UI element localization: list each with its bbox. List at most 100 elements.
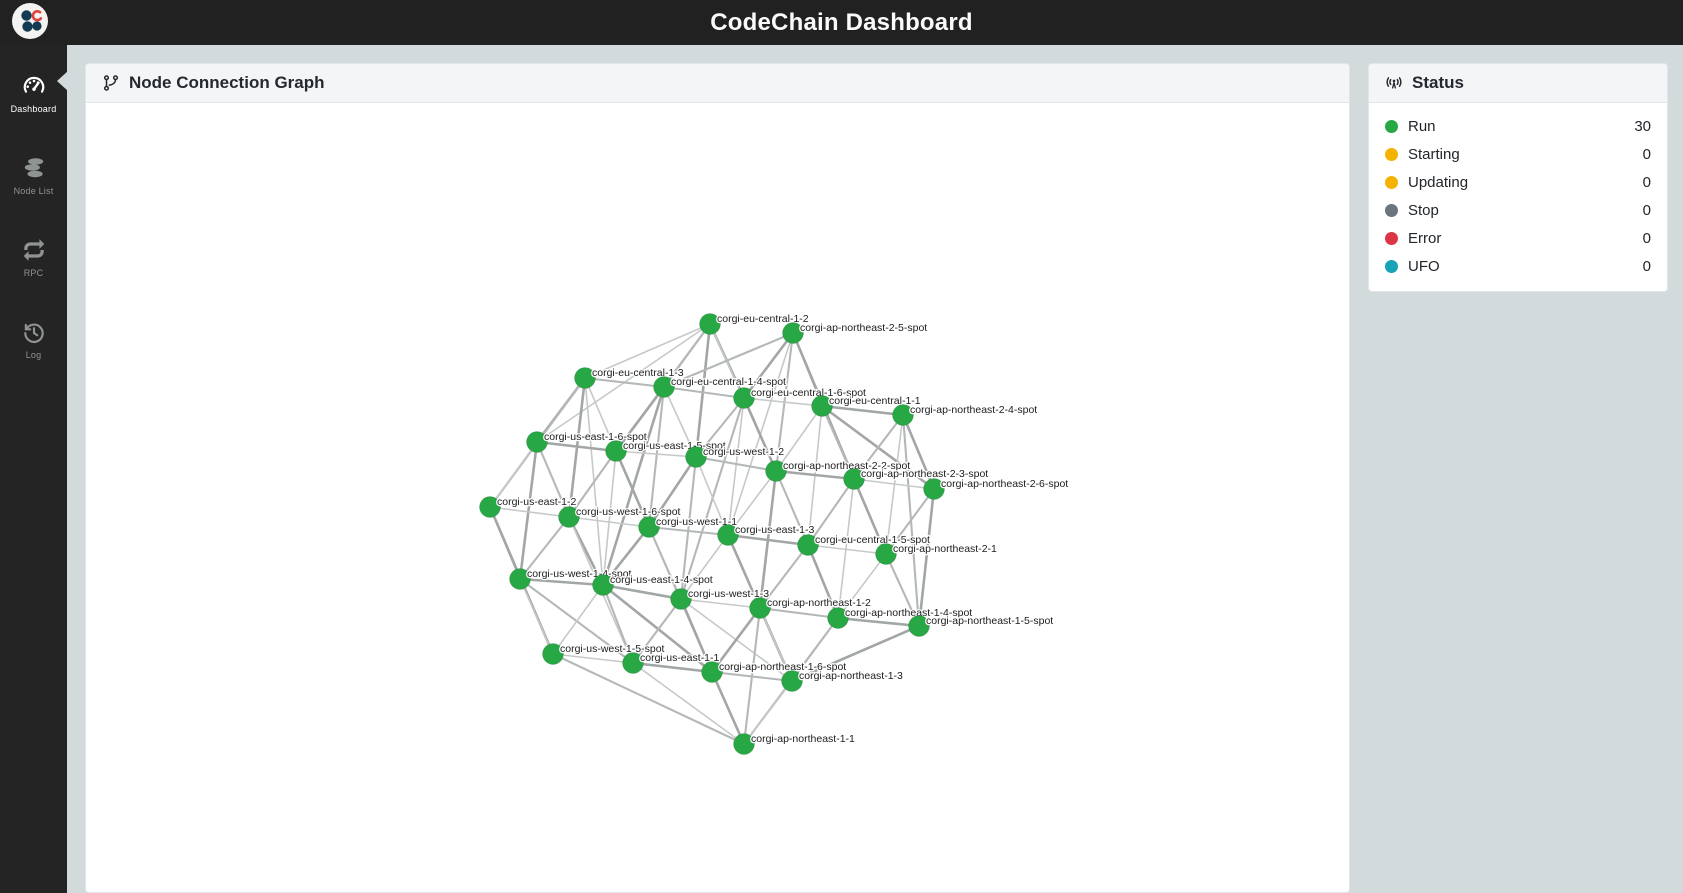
graph-edge (519, 516, 570, 580)
graph-edge (695, 397, 745, 458)
graph-edge (552, 653, 745, 745)
graph-node[interactable] (827, 607, 849, 629)
graph-node-label: corgi-ap-northeast-2-5-spot (800, 322, 927, 334)
graph-edge (679, 456, 698, 600)
graph-node-label: corgi-ap-northeast-2-4-spot (910, 404, 1037, 416)
graph-edge (663, 386, 697, 458)
graph-node[interactable] (509, 568, 531, 590)
status-panel-title: Status (1412, 73, 1464, 92)
graph-node[interactable] (765, 460, 787, 482)
graph-node[interactable] (733, 387, 755, 409)
graph-edge (742, 397, 778, 472)
graph-node[interactable] (811, 395, 833, 417)
graph-node[interactable] (717, 524, 739, 546)
graph-node[interactable] (542, 643, 564, 665)
graph-node[interactable] (479, 496, 501, 518)
status-label: Starting (1408, 145, 1460, 163)
graph-node[interactable] (558, 506, 580, 528)
graph-edge (679, 598, 714, 673)
graph-edge (837, 478, 855, 619)
graph-edge (742, 332, 795, 399)
status-panel-header: Status (1369, 64, 1667, 103)
graph-node-label: corgi-ap-northeast-1-4-spot (845, 607, 972, 619)
sidebar-item-dashboard[interactable]: Dashboard (0, 59, 68, 127)
graph-node[interactable] (699, 313, 721, 335)
graph-node[interactable] (685, 446, 707, 468)
graph-node[interactable] (843, 468, 865, 490)
status-count: 0 (1642, 229, 1651, 247)
graph-node[interactable] (797, 534, 819, 556)
graph-node[interactable] (749, 597, 771, 619)
graph-edge (602, 583, 682, 601)
graph-edge (680, 534, 729, 600)
graph-node[interactable] (701, 661, 723, 683)
sidebar-item-rpc[interactable]: RPC (0, 223, 67, 291)
graph-edge (519, 578, 554, 655)
graph-node-label: corgi-ap-northeast-1-5-spot (926, 615, 1053, 627)
graph-node[interactable] (526, 431, 548, 453)
graph-node[interactable] (574, 367, 596, 389)
sidebar-item-label: Dashboard (10, 103, 57, 114)
graph-edge (584, 376, 665, 389)
status-count: 0 (1642, 173, 1651, 191)
graph-node-label: corgi-eu-central-1-6-spot (751, 387, 866, 399)
status-row-error: Error 0 (1385, 224, 1651, 252)
graph-edge (727, 397, 745, 536)
graph-edge (602, 450, 617, 586)
graph-node[interactable] (592, 574, 614, 596)
graph-edge (711, 670, 793, 683)
app-title: CodeChain Dashboard (710, 8, 973, 36)
status-legend: Run 30 Starting 0 Updating 0 Stop 0 Erro… (1369, 103, 1667, 290)
graph-node[interactable] (653, 376, 675, 398)
graph-edge (584, 323, 711, 379)
graph-node[interactable] (733, 733, 755, 755)
sidebar-item-log[interactable]: Log (0, 305, 67, 373)
graph-node-label: corgi-us-west-1-2 (703, 446, 784, 458)
graph-edge (821, 405, 855, 480)
graph-node[interactable] (622, 652, 644, 674)
graph-edge (759, 607, 793, 682)
graph-node-label: corgi-ap-northeast-1-3 (799, 670, 903, 682)
graph-node[interactable] (638, 516, 660, 538)
ufo-status-dot (1385, 259, 1398, 273)
graph-edge (647, 456, 698, 528)
graph-node-label: corgi-us-east-1-4-spot (610, 574, 713, 586)
graph-node[interactable] (892, 404, 914, 426)
graph-edge (602, 584, 634, 664)
graph-node[interactable] (875, 543, 897, 565)
graph-panel-header: Node Connection Graph (86, 64, 1349, 103)
graph-node[interactable] (670, 588, 692, 610)
active-indicator-arrow (57, 71, 68, 91)
history-icon (23, 323, 44, 343)
graph-node[interactable] (781, 670, 803, 692)
graph-node-label: corgi-us-east-1-6-spot (544, 431, 647, 443)
graph-node-label: corgi-eu-central-1-4-spot (671, 376, 786, 388)
graph-node-label: corgi-us-east-1-3 (735, 524, 815, 536)
status-count: 0 (1642, 201, 1651, 219)
graph-edge (584, 377, 617, 452)
graph-edge (775, 470, 809, 546)
graph-node[interactable] (923, 478, 945, 500)
graph-edge (614, 450, 651, 528)
graph-edge (536, 440, 617, 453)
graph-node[interactable] (782, 322, 804, 344)
sidebar-item-node-list[interactable]: Node List (0, 141, 67, 209)
graph-edge (695, 455, 777, 473)
graph-node-label: corgi-ap-northeast-2-6-spot (941, 478, 1068, 490)
error-status-dot (1385, 231, 1398, 245)
graph-edge (727, 533, 809, 547)
sidebar-item-label: RPC (23, 267, 44, 278)
stop-status-dot (1385, 203, 1398, 217)
graph-panel-title: Node Connection Graph (129, 73, 325, 92)
status-row-ufo: UFO 0 (1385, 252, 1651, 280)
graph-edge (885, 488, 935, 555)
graph-edge (791, 624, 920, 683)
branch-icon (103, 75, 119, 91)
graph-node-label: corgi-eu-central-1-2 (717, 313, 809, 325)
graph-edge (663, 332, 794, 388)
status-label: UFO (1408, 257, 1440, 275)
graph-node-label: corgi-us-east-1-2 (497, 496, 577, 508)
graph-node[interactable] (605, 440, 627, 462)
graph-node[interactable] (908, 615, 930, 637)
